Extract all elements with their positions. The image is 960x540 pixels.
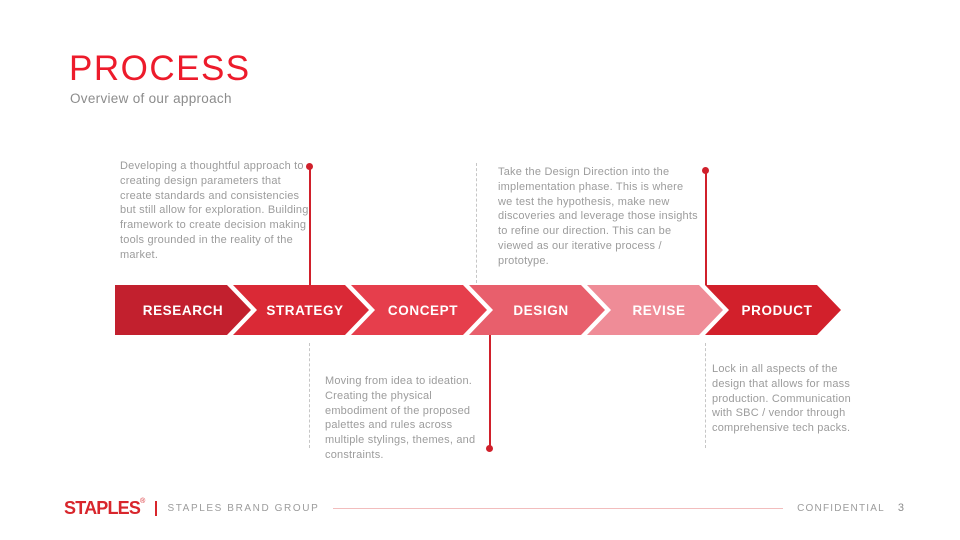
connector-dot-bottom <box>486 445 493 452</box>
process-step-research: RESEARCH <box>115 285 251 335</box>
connector-dashed-top <box>476 163 477 283</box>
annotation-concept: Moving from idea to ideation. Creating t… <box>325 375 476 461</box>
process-step-label: CONCEPT <box>387 302 459 318</box>
page-title: PROCESS <box>69 49 251 88</box>
connector-line-top-left <box>309 169 311 285</box>
annotation-design-revise: Take the Design Direction into the imple… <box>498 166 698 267</box>
annotation-research-strategy: Developing a thoughtful approach to crea… <box>120 160 309 261</box>
page-subtitle: Overview of our approach <box>70 91 232 106</box>
footer-divider <box>155 500 158 516</box>
registered-mark: ® <box>140 497 145 505</box>
confidential-label: CONFIDENTIAL <box>797 502 885 514</box>
process-arrow-band: RESEARCH STRATEGY CONCEPT DESIGN REVISE … <box>115 285 841 335</box>
page-number: 3 <box>897 502 904 514</box>
annotation-product: Lock in all aspects of the design that a… <box>712 363 851 435</box>
process-step-label: STRATEGY <box>266 302 344 318</box>
staples-logo-text: STAPLES <box>64 497 141 518</box>
process-step-label: DESIGN <box>513 302 569 318</box>
brand-group-label: STAPLES BRAND GROUP <box>167 502 320 514</box>
process-step-product: PRODUCT <box>705 285 841 335</box>
process-step-design: DESIGN <box>469 285 605 335</box>
staples-logo: STAPLES® <box>64 497 145 519</box>
footer: STAPLES® STAPLES BRAND GROUP CONFIDENTIA… <box>64 497 904 519</box>
connector-line-bottom <box>489 335 491 446</box>
process-step-label: RESEARCH <box>142 302 224 318</box>
connector-line-top-right <box>705 173 707 285</box>
connector-dot-top-right <box>702 167 709 174</box>
connector-dashed-bottom-left <box>309 343 310 448</box>
process-step-label: PRODUCT <box>741 302 813 318</box>
connector-dot-top-left <box>306 163 313 170</box>
process-step-strategy: STRATEGY <box>233 285 369 335</box>
connector-dashed-bottom-right <box>705 343 706 448</box>
process-step-label: REVISE <box>632 302 686 318</box>
process-step-revise: REVISE <box>587 285 723 335</box>
footer-rule <box>333 507 784 509</box>
process-step-concept: CONCEPT <box>351 285 487 335</box>
